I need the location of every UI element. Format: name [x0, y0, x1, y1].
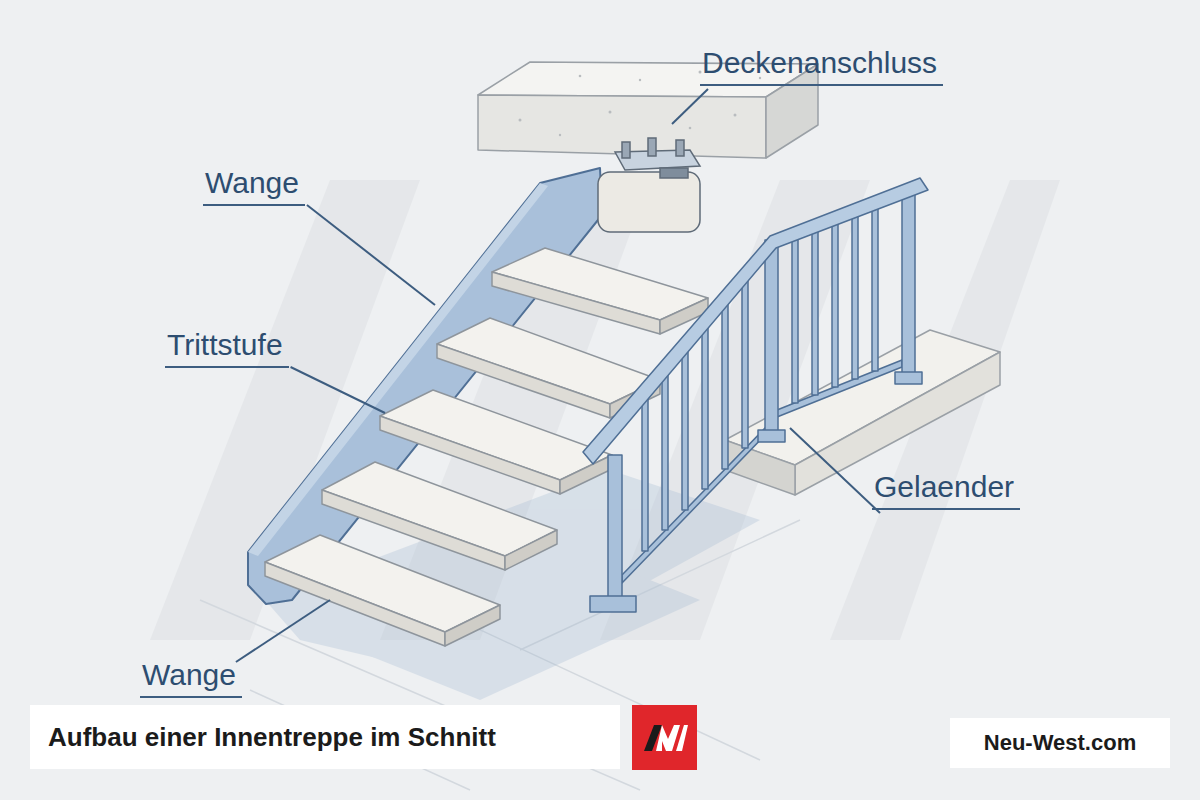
ceiling-bracket-part	[660, 168, 688, 178]
ceiling-slab-part	[478, 95, 766, 158]
ceiling-slab-part-part	[639, 79, 641, 81]
diagram-title: Aufbau einer Innentreppe im Schnitt	[48, 722, 496, 753]
ceiling-bracket	[598, 138, 700, 232]
ceiling-slab-part-part	[519, 119, 522, 122]
treads-part	[322, 490, 505, 570]
treads-part	[380, 416, 560, 494]
railing-part	[902, 188, 915, 374]
logo-mark-part	[676, 725, 688, 751]
railing-part	[895, 372, 922, 384]
logo-mark	[632, 705, 697, 770]
railing-part	[583, 178, 928, 464]
ceiling-bracket-part	[622, 142, 630, 158]
leader-line	[291, 367, 385, 413]
treads-part	[265, 562, 445, 646]
ceiling-slab-part-part	[734, 114, 737, 117]
ceiling-bracket-part	[676, 140, 684, 156]
leader-line	[672, 89, 708, 124]
ceiling-slab-part-part	[579, 75, 582, 78]
title-box: Aufbau einer Innentreppe im Schnitt	[30, 705, 620, 769]
railing-part	[812, 224, 818, 395]
leader-line	[790, 428, 880, 513]
website-label: Neu-West.com	[984, 730, 1136, 756]
part-label: Wange	[203, 166, 305, 206]
railing-part	[608, 455, 622, 598]
landing-slab-part	[725, 440, 795, 495]
railing-part	[765, 240, 778, 432]
part-label: Wange	[140, 658, 242, 698]
railing-part	[758, 430, 785, 442]
treads-part	[437, 344, 610, 418]
treads	[265, 248, 708, 646]
railing-part	[662, 367, 668, 530]
railing-part	[702, 320, 708, 489]
part-label: Trittstufe	[165, 328, 289, 368]
logo-mark-part	[632, 705, 697, 770]
ceiling-bracket-part	[648, 138, 656, 156]
railing-part	[852, 208, 858, 379]
treads-part	[492, 272, 660, 334]
part-label: Gelaender	[872, 470, 1020, 510]
treads-part	[445, 605, 500, 646]
ceiling-slab-part-part	[689, 127, 692, 130]
railing-part	[590, 596, 636, 612]
railing-part	[872, 200, 878, 371]
ceiling-slab-part	[519, 71, 762, 137]
railing	[583, 178, 928, 612]
part-label: Deckenanschluss	[700, 46, 943, 86]
leader-line	[236, 600, 330, 662]
ceiling-slab-part-part	[609, 111, 612, 114]
site-box: Neu-West.com	[950, 718, 1170, 768]
railing-part	[722, 296, 728, 469]
ceiling-slab-part-part	[699, 71, 702, 74]
railing-part	[682, 343, 688, 510]
railing-part	[792, 232, 798, 403]
ceiling-slab-part-part	[559, 134, 561, 136]
treads-part	[505, 530, 557, 570]
leader-line	[307, 205, 435, 305]
railing-part	[642, 390, 648, 551]
ceiling-bracket-part	[598, 172, 700, 232]
treads-part	[560, 455, 612, 494]
leader-lines	[236, 89, 880, 662]
railing-part	[832, 216, 838, 387]
railing-part	[742, 273, 748, 448]
logo-mark-part	[656, 725, 680, 751]
